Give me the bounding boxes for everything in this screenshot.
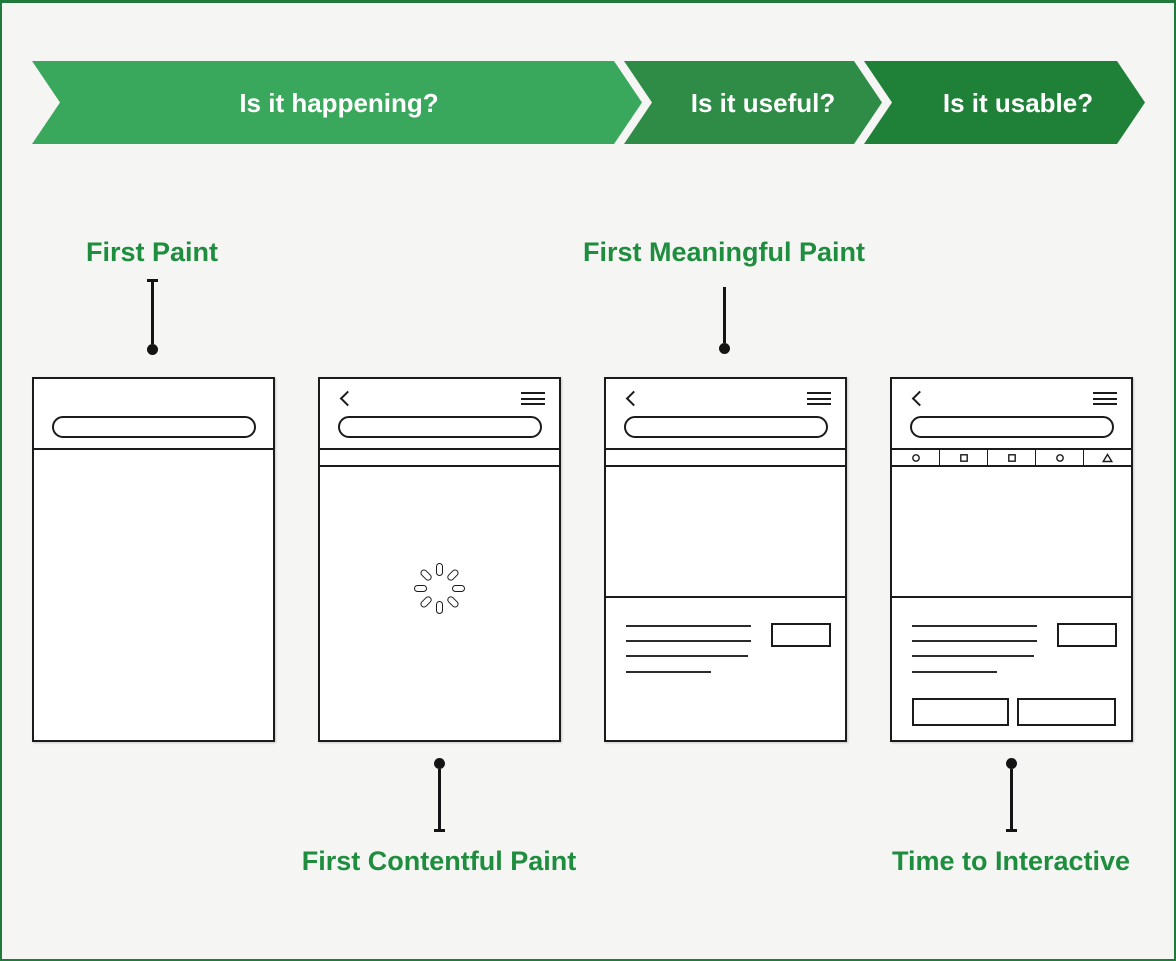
skeleton-text-line	[912, 655, 1034, 657]
connector-first-meaningful-paint	[718, 287, 730, 354]
label-first-paint: First Paint	[85, 237, 219, 267]
banner-label-happening: Is it happening?	[239, 88, 438, 118]
label-first-meaningful-paint: First Meaningful Paint	[582, 237, 865, 267]
connector-dot	[433, 758, 445, 769]
button-placeholder	[912, 698, 1009, 726]
circle-icon	[1036, 450, 1084, 465]
skeleton-button	[771, 623, 831, 647]
hero-placeholder	[606, 467, 845, 598]
back-icon	[339, 390, 356, 407]
menu-icon	[521, 392, 545, 409]
connector-first-contentful-paint	[433, 758, 445, 832]
connector-line	[150, 282, 154, 344]
phone-body-skeleton	[606, 467, 845, 740]
banner-segment-usable	[864, 61, 1145, 144]
url-bar	[624, 416, 828, 438]
square-icon	[988, 450, 1036, 465]
phone-header	[892, 379, 1131, 450]
connector-first-paint	[146, 279, 158, 355]
back-icon	[625, 390, 642, 407]
phone-first-contentful-paint	[318, 377, 561, 742]
phone-first-meaningful-paint	[604, 377, 847, 742]
skeleton-text-line	[626, 671, 711, 673]
phone-header	[606, 379, 845, 450]
label-time-to-interactive: Time to Interactive	[891, 846, 1131, 876]
banner-label-useful: Is it useful?	[691, 88, 835, 118]
skeleton-text-line	[626, 625, 751, 627]
phase-banner: Is it happening? Is it useful? Is it usa…	[32, 61, 1145, 144]
skeleton-text-line	[912, 640, 1037, 642]
connector-line	[1009, 769, 1013, 829]
connector-line	[722, 287, 726, 343]
connector-dot	[718, 343, 730, 354]
phone-subheader-band	[320, 450, 559, 467]
url-bar	[52, 416, 256, 438]
loading-spinner-icon	[412, 560, 468, 616]
phone-body-interactive	[892, 467, 1131, 740]
phone-first-paint	[32, 377, 275, 742]
connector-cap	[146, 279, 158, 282]
url-bar	[910, 416, 1114, 438]
phone-body-blank	[34, 450, 273, 740]
skeleton-text-line	[626, 655, 748, 657]
url-bar	[338, 416, 542, 438]
banner-label-usable: Is it usable?	[943, 88, 1093, 118]
phone-header	[320, 379, 559, 450]
skeleton-text-line	[912, 625, 1037, 627]
phone-subheader-band	[606, 450, 845, 467]
banner-segment-useful	[624, 61, 882, 144]
circle-icon	[892, 450, 940, 465]
menu-icon	[1093, 392, 1117, 409]
connector-line	[437, 769, 441, 829]
connector-dot	[146, 344, 158, 355]
menu-icon	[807, 392, 831, 409]
connector-cap	[1005, 829, 1017, 832]
connector-time-to-interactive	[1005, 758, 1017, 832]
label-first-contentful-paint: First Contentful Paint	[301, 846, 577, 876]
banner-segment-happening	[32, 61, 642, 144]
connector-cap	[433, 829, 445, 832]
phone-header	[34, 379, 273, 450]
phone-body-loading	[320, 467, 559, 740]
hero-placeholder	[892, 467, 1131, 598]
skeleton-text-line	[626, 640, 751, 642]
connector-dot	[1005, 758, 1017, 769]
action-toolbar	[892, 450, 1131, 467]
back-icon	[911, 390, 928, 407]
button-placeholder	[1017, 698, 1116, 726]
square-icon	[940, 450, 988, 465]
skeleton-text-line	[912, 671, 997, 673]
triangle-icon	[1084, 450, 1131, 465]
skeleton-button	[1057, 623, 1117, 647]
phone-time-to-interactive	[890, 377, 1133, 742]
